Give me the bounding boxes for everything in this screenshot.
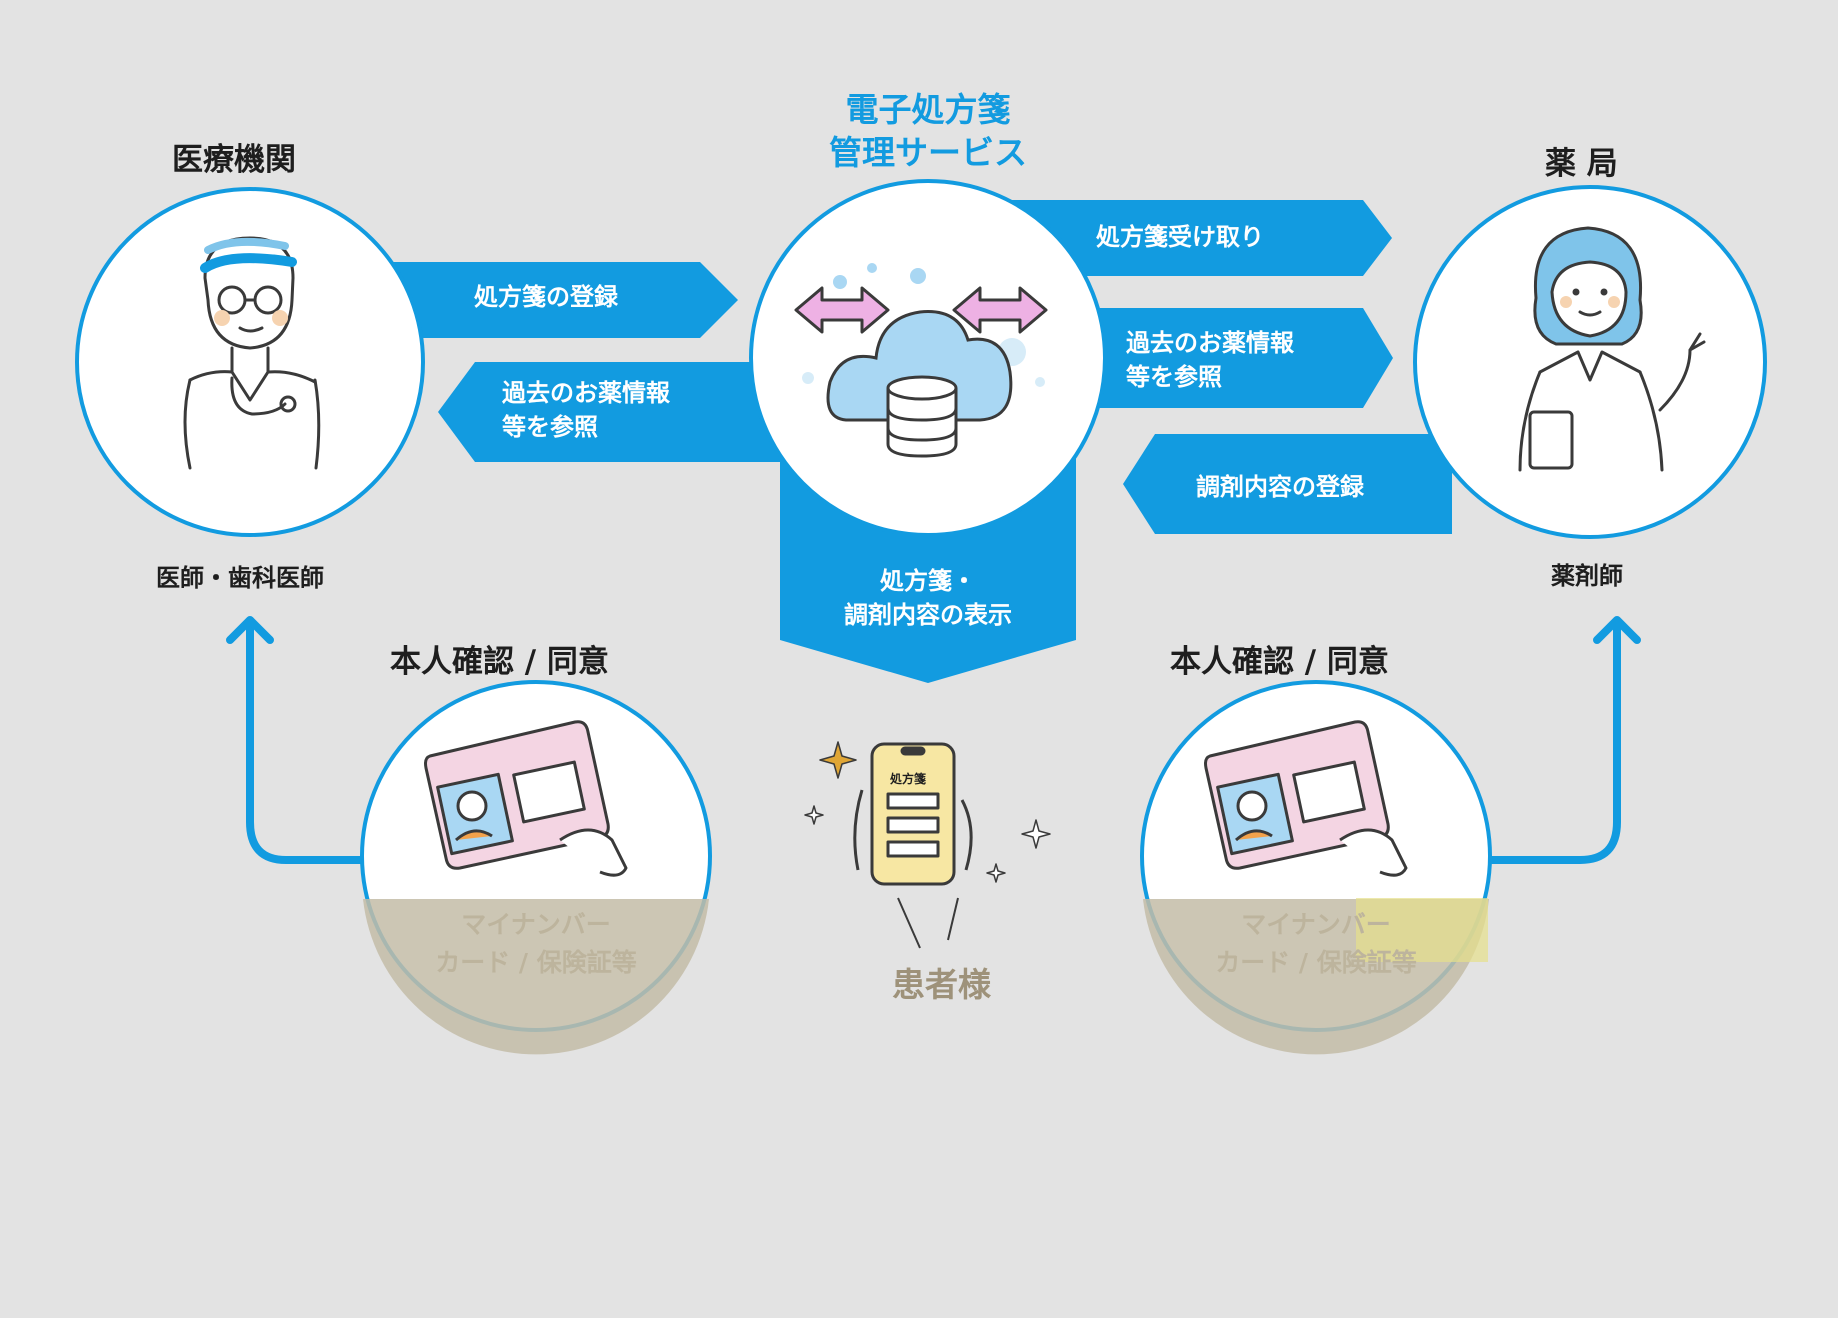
flow-arrowhead-left (226, 616, 274, 644)
pharmacist-icon (1518, 226, 1706, 472)
id-card-icon (1204, 720, 1408, 877)
arrow-label-past-info-right: 過去のお薬情報 等を参照 (1126, 326, 1294, 394)
phone-screen-label: 処方箋 (890, 772, 927, 786)
flow-arrowhead-right (1593, 616, 1641, 644)
card-caption-left-line2: カード / 保険証等 (435, 948, 637, 977)
identity-circle-left (360, 680, 712, 1055)
arrow-register-dispensing (1123, 434, 1452, 534)
service-title-line2: 管理サービス (829, 133, 1027, 172)
arrow-register-prescription (390, 262, 738, 338)
hospital-title: 医療機関 (172, 142, 296, 178)
arrow-label-past-info-left: 過去のお薬情報 等を参照 (502, 376, 670, 444)
service-title-line1: 電子処方箋 (845, 90, 1011, 129)
caption-overlay-left (363, 899, 709, 1055)
arrow-label-past-info-left-line1: 過去のお薬情報 (502, 379, 670, 407)
card-caption-right-line1: マイナンバー (1241, 910, 1391, 939)
identity-circle-right (1140, 680, 1492, 1055)
id-card-icon (424, 720, 628, 877)
card-caption-right-line2: カード / 保険証等 (1215, 948, 1417, 977)
swap-arrows-left-icon (794, 286, 890, 334)
arrow-label-past-info-right-line2: 等を参照 (1126, 363, 1222, 391)
pharmacy-role: 薬剤師 (1551, 562, 1623, 590)
flow-arrow-left (246, 618, 370, 864)
arrow-label-receive-prescription: 処方箋受け取り (1096, 223, 1264, 251)
identity-title-left: 本人確認 / 同意 (390, 644, 609, 680)
arrow-label-display-line2: 調剤内容の表示 (844, 601, 1012, 629)
pharmacy-circle (1413, 185, 1767, 539)
card-caption-left: マイナンバー カード / 保険証等 (396, 906, 676, 982)
hospital-circle (75, 187, 425, 537)
smartphone-icon (853, 742, 973, 949)
arrow-label-display: 処方箋・ 調剤内容の表示 (780, 564, 1076, 632)
arrow-label-past-info-left-line2: 等を参照 (502, 413, 598, 441)
service-circle (749, 179, 1107, 537)
arrow-label-register-dispensing: 調剤内容の登録 (1196, 473, 1364, 501)
patient-label: 患者様 (892, 965, 991, 1004)
sticky-note (1356, 898, 1488, 962)
doctor-icon (183, 236, 321, 470)
swap-arrows-right-icon (952, 286, 1048, 334)
arrow-receive-prescription (1010, 200, 1392, 276)
arrow-past-info-right (1060, 308, 1393, 408)
hospital-role: 医師・歯科医師 (156, 564, 324, 592)
flow-arrow-right (1488, 618, 1621, 864)
identity-title-right: 本人確認 / 同意 (1170, 644, 1389, 680)
arrow-label-display-line1: 処方箋・ (880, 567, 976, 595)
card-caption-left-line1: マイナンバー (461, 910, 611, 939)
cloud-database-icon (794, 263, 1048, 458)
arrow-past-info-left (438, 362, 810, 462)
arrow-label-past-info-right-line1: 過去のお薬情報 (1126, 329, 1294, 357)
service-title: 電子処方箋 管理サービス (780, 88, 1076, 174)
card-caption-right: マイナンバー カード / 保険証等 (1176, 906, 1456, 982)
pharmacy-title: 薬 局 (1545, 146, 1618, 182)
sparkle-icon (804, 741, 1051, 883)
arrow-label-register-prescription: 処方箋の登録 (474, 283, 618, 311)
